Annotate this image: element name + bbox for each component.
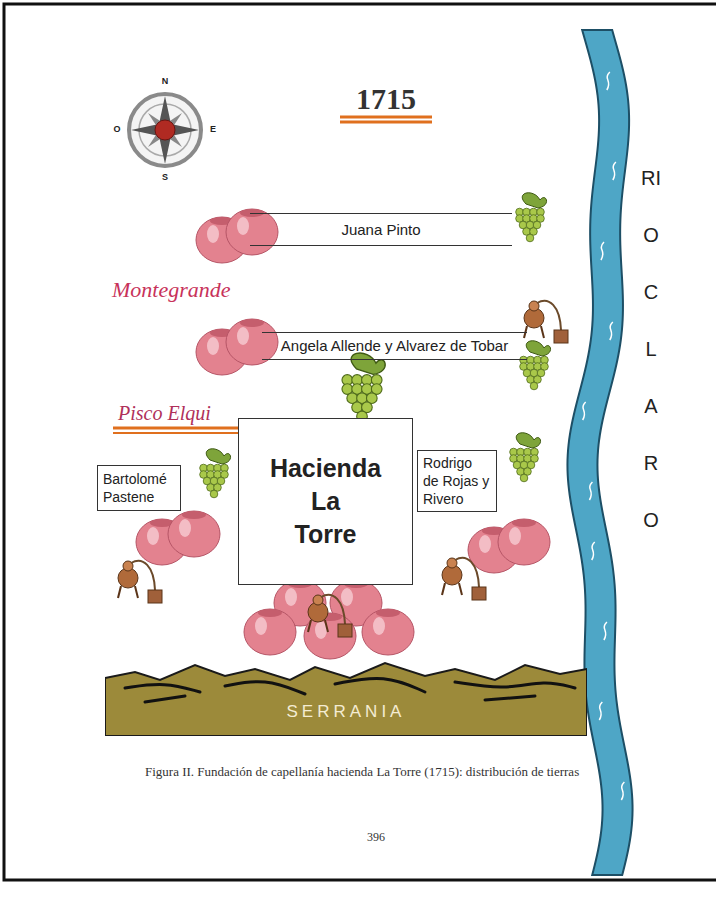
wine-jar [226, 209, 278, 255]
wine-jar [362, 609, 414, 655]
river-ripple [607, 72, 610, 90]
alembic-still [442, 558, 486, 600]
hacienda-box: Hacienda La Torre [238, 418, 413, 585]
node-text: Hacienda La Torre [243, 452, 408, 551]
river-ripple [613, 162, 616, 180]
wine-jar [244, 609, 296, 655]
compass-letter: N [162, 76, 169, 86]
place-underline [113, 432, 252, 434]
page-frame [4, 4, 716, 880]
compass-letter: S [162, 172, 168, 182]
compass-rose [129, 94, 201, 166]
title-underline [340, 116, 432, 119]
node-text: Rodrigo de Rojas y Rivero [423, 454, 491, 508]
node-text: Juana Pinto [256, 221, 506, 238]
mountain-shape [105, 658, 587, 736]
node-text: Angela Allende y Alvarez de Tobar [272, 336, 517, 356]
node-text: Bartolomé Pastene [103, 470, 175, 506]
place-underline [113, 427, 252, 430]
node-text: SERRANIA [105, 702, 587, 722]
owner-box: Bartolomé Pastene [97, 465, 181, 511]
place-name: Montegrande [112, 277, 231, 303]
place-name: Pisco Elqui [118, 402, 211, 425]
river-name: RIO CLARO [641, 150, 661, 549]
grape-cluster [200, 449, 231, 498]
grape-cluster [342, 353, 385, 422]
owner-bracket: Angela Allende y Alvarez de Tobar [262, 332, 527, 360]
alembic-still [118, 561, 162, 603]
river-ripple [610, 322, 613, 340]
river-ripple [592, 542, 595, 560]
wine-jar [226, 319, 278, 365]
owner-bracket: Juana Pinto [250, 213, 512, 246]
grape-cluster [516, 193, 547, 242]
owner-box: Rodrigo de Rojas y Rivero [417, 450, 497, 512]
river-ripple [599, 702, 602, 720]
page-number: 396 [367, 830, 385, 845]
river-ripple [604, 622, 607, 640]
alembic-still [308, 595, 352, 637]
mountain-band: SERRANIA [105, 658, 587, 736]
alembic-still [524, 301, 568, 343]
title: 1715 [356, 82, 416, 116]
wine-jar [168, 511, 220, 557]
grape-cluster [510, 433, 541, 482]
river [567, 30, 632, 875]
river-ripple [601, 242, 604, 260]
compass-letter: O [113, 124, 120, 134]
caption: Figura II. Fundación de capellanía hacie… [145, 764, 579, 780]
river-ripple [583, 402, 586, 420]
river-ripple [621, 782, 624, 800]
grape-cluster [520, 341, 551, 390]
compass-letter: E [210, 124, 216, 134]
wine-jar [498, 519, 550, 565]
river-ripple [589, 482, 592, 500]
title-underline [340, 121, 432, 124]
